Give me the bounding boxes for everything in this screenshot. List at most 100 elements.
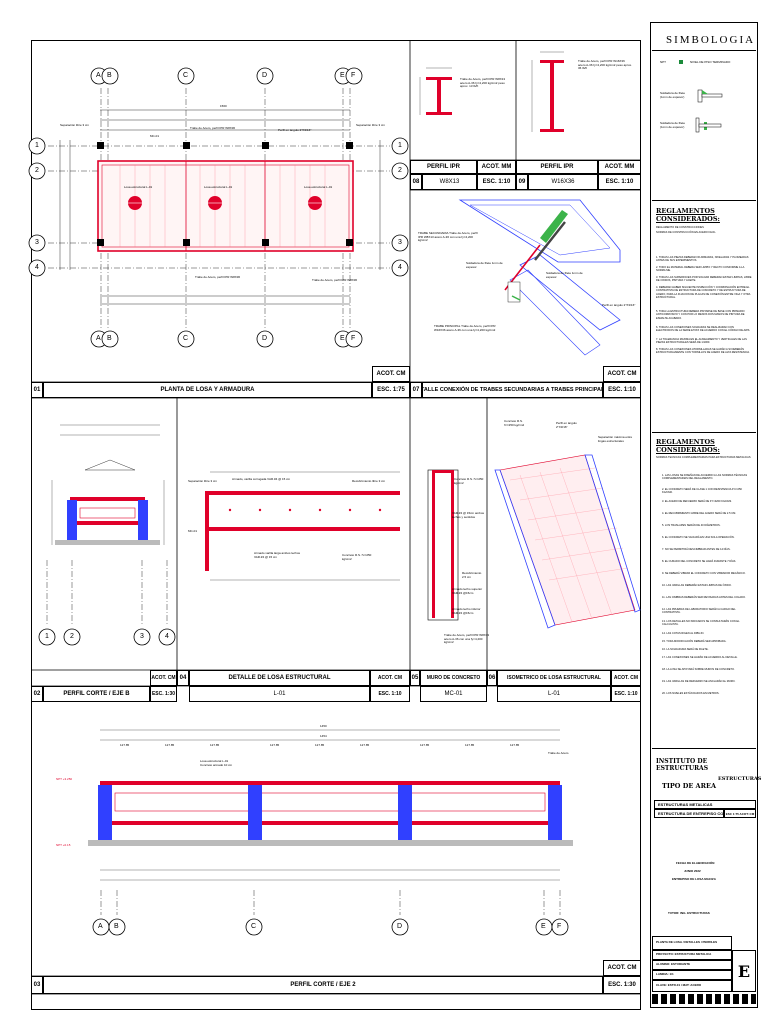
v08-label: PERFIL IPR xyxy=(410,160,477,174)
v07-num: 07 xyxy=(410,382,422,398)
axis-c-corte-2: C xyxy=(251,923,257,930)
conn-note-secondary: TRABE SECUNDARIA Trabe de Acero, perfil … xyxy=(418,231,478,243)
npt-icon xyxy=(679,60,683,64)
plan-note-sep-right: Separación libre 3 cm xyxy=(356,123,386,127)
corte-span-4: 127.85 xyxy=(270,743,280,747)
plan-note-trabe-bottom: Trabe de Acero, perfil IPR W8X36 xyxy=(195,275,241,279)
axis-3-corte-b: 3 xyxy=(140,633,144,640)
corte-npt-bottom: NPT +0.15 xyxy=(56,843,71,847)
reglamentos1-item-2: 3. TODAS LAS SUPERFICIES POR SOLDAR DEBE… xyxy=(656,276,752,283)
axis-f-corte-2: F xyxy=(557,923,562,930)
reglamentos2-item-14: 15. TODA MODIFICACIÓN DEBERÁ SER APROBAD… xyxy=(662,640,727,643)
reglamentos1-item-1: 2. TODO EL MATERIAL DEBERA SER LIMPIO Y … xyxy=(656,266,745,273)
reglamentos2-item-17: 18. LA LOSA SE APOYARÁ SOBRE MUROS DE CO… xyxy=(662,668,735,671)
reglamentos1-item-5: 6. TODAS LAS CONEXIONES SOLDADAS SE REAL… xyxy=(656,326,751,333)
plan-note-sep-left: Separación libre 3 cm xyxy=(60,123,90,127)
corte-span-7: 127.85 xyxy=(420,743,430,747)
slab-note-armado2: Armado varilla larga ambos lechos VAR.#4… xyxy=(254,551,301,559)
university-logo-icon: E xyxy=(737,961,751,981)
corte-npt-top: NPT +3.250 xyxy=(56,777,73,781)
axis-d-bottom: D xyxy=(262,335,268,342)
axis-a-bottom: A xyxy=(96,335,101,342)
reglamentos2-item-12: 13. LOS DETALLES NO INDICADOS SE CONSULT… xyxy=(662,620,740,627)
reglamentos2-item-9: 10. LAS VARILLAS DEBERÁN ESTAR LIMPIAS D… xyxy=(662,584,732,587)
reglamentos2-item-11: 12. LAS PRUEBAS DE LABORATORIO SERÁN A C… xyxy=(662,608,736,615)
reglamentos1-title: REGLAMENTOS CONSIDERADOS: xyxy=(656,207,720,223)
axis-b-corte-2: B xyxy=(114,923,119,930)
v09-num: 09 xyxy=(516,174,528,190)
titleblock-row2: ESTRUCTURA DE ENTREPISO CON TRABES xyxy=(654,809,724,818)
section-axis-2 xyxy=(88,729,573,936)
titleblock-row2b: ESC 1:75 ACOT: CM xyxy=(724,809,756,818)
conn-note-angle: Perfil en ángulo 2"X3/16" xyxy=(602,303,636,307)
v02-num: 02 xyxy=(31,686,43,702)
reglamentos2-intro-0: NORMAS TECNICAS COMPLEMENTARIAS PARA EST… xyxy=(656,456,751,459)
axis-c-top: C xyxy=(183,72,189,79)
profile-w8x13 xyxy=(419,67,452,115)
wall-note-var: VAR.#4 @ 15cm ambos lechos y sentidos xyxy=(452,511,485,519)
axis-d-top: D xyxy=(262,72,268,79)
wall-note-inf: Armado lecho inferior VAR.#4 @15cm xyxy=(452,607,481,615)
reglamentos2-item-16: 17. LAS CONEXIONES SE HARÁN DE ACUERDO A… xyxy=(662,656,738,659)
titleblock-signature: TUTOR: ING. ESTRUCTURAS xyxy=(668,911,710,915)
wall-note-sup: Armado lecho superior VAR.#4 @15cm xyxy=(452,587,483,595)
conn-note-primary: TRABE PRINCIPAL Trabe de Acero, perfil I… xyxy=(434,324,496,332)
wall-note-recub: Recubrimiento 2.5 cm xyxy=(462,571,482,579)
profile-w8-note: Trabe de Acero, perfil IPR W8X13 acero A… xyxy=(460,77,506,89)
titleblock-info-2: ALUMNO: ESTUDIANTE xyxy=(652,960,732,970)
iso-note-sep: Separación máxima entre lingas estructur… xyxy=(598,435,633,443)
titleblock-info-3: LAMINA: 1/1 xyxy=(652,970,732,980)
axis-f-bottom: F xyxy=(351,335,356,342)
slab-isometric xyxy=(494,454,641,629)
titleblock-school: INSTITUTO DE ESTRUCTURAS xyxy=(656,758,709,772)
weld-fillet-icon xyxy=(695,117,722,133)
titleblock-info-4: CLAVE: ESTR-01 / MAT: ACERO xyxy=(652,980,732,992)
reglamentos1-item-6: 7. LA TOLERANCIA MAXIMA EN EL ALINEAMIEN… xyxy=(656,338,747,345)
reglamentos1-item-0: 1. TODAS LAS PIEZAS DEBERAN IR ARMADAS, … xyxy=(656,256,749,263)
v01-title: PLANTA DE LOSA Y ARMADURA xyxy=(43,382,372,398)
conn-note-sold2: Soldadura de filete 1mm de espesor xyxy=(546,271,583,279)
reglamentos2-item-6: 7. NO SE PERMITIRÁ DESCIMBRAR ANTES DE 1… xyxy=(662,548,731,551)
v04-sub: L-01 xyxy=(189,686,370,702)
reglamentos2-item-15: 16. LA SOLDADURA SERÁ DE FILETE. xyxy=(662,648,709,651)
conn-note-sold1: Soldadura de filete 1mm de espesor xyxy=(466,261,503,269)
corte-span-2: 127.85 xyxy=(165,743,175,747)
v09-esc: ESC. 1:10 xyxy=(598,174,641,190)
reglamentos1-divider xyxy=(652,200,756,201)
v06-num: 06 xyxy=(487,670,497,686)
legend-weld-text-2: Soldadura de filete (1mm de espesor) xyxy=(660,121,686,129)
axis-1-left: 1 xyxy=(35,142,39,149)
connection-detail xyxy=(458,199,621,356)
plan-note-losa-3: Losa estructural L-01 xyxy=(304,185,333,189)
profile-w16x36 xyxy=(531,51,564,132)
corte-losa-note: Losa estructural L-01 Concreto armado 10… xyxy=(200,759,233,767)
corte-span-3: 127.85 xyxy=(210,743,220,747)
concrete-wall xyxy=(427,469,459,621)
reglamentos2-item-13: 14. LAS COTAS RIGEN AL DIBUJO. xyxy=(662,632,705,635)
v06-sub: L-01 xyxy=(497,686,611,702)
reglamentos1-item-3: 4. DEBERAN HABER SIGUIENTE INSPECCIÓN Y … xyxy=(656,286,751,300)
v07-esc: ESC. 1:10 xyxy=(603,382,641,398)
reglamentos1-item-4: 5. TODA LA ESTRUCTURA DEBERA PINTARSE DE… xyxy=(656,310,745,320)
v03-title: PERFIL CORTE / EJE 2 xyxy=(43,976,603,994)
legend-npt-text: NIVEL DE PISO TERMINADO xyxy=(690,60,731,64)
profile-w16-note: Trabe de Acero, perfil IPR W16X36 acero … xyxy=(578,59,632,71)
corte-span-6: 127.85 xyxy=(360,743,370,747)
corte-dim-total: 1450 xyxy=(320,724,327,728)
axis-b-top: B xyxy=(107,72,112,79)
v03-num: 03 xyxy=(31,976,43,994)
corte-span-9: 127.85 xyxy=(510,743,520,747)
v09-value: W16X36 xyxy=(528,174,598,190)
axis-c-bottom: C xyxy=(183,335,189,342)
axis-1-right: 1 xyxy=(398,142,402,149)
v05-num: 05 xyxy=(410,670,420,686)
axis-2-right: 2 xyxy=(398,167,402,174)
iso-note-concreto: Concreto R.S. f'c=250 kg/cm2 xyxy=(504,419,525,427)
axis-2-left: 2 xyxy=(35,167,39,174)
axis-a-top: A xyxy=(96,72,101,79)
corte-trabe-note: Trabe de Acero xyxy=(548,751,569,755)
reglamentos1-item-7: 8. TODAS LAS CONEXIONES ATORNILLADAS SE … xyxy=(656,348,750,355)
plan-note-trabe-bottom-r: Trabe de Acero, perfil IPR W8X36 xyxy=(312,278,358,282)
plan-note-mc: MC-01 xyxy=(150,134,160,138)
plan-dim-total: 1560 xyxy=(220,104,227,108)
